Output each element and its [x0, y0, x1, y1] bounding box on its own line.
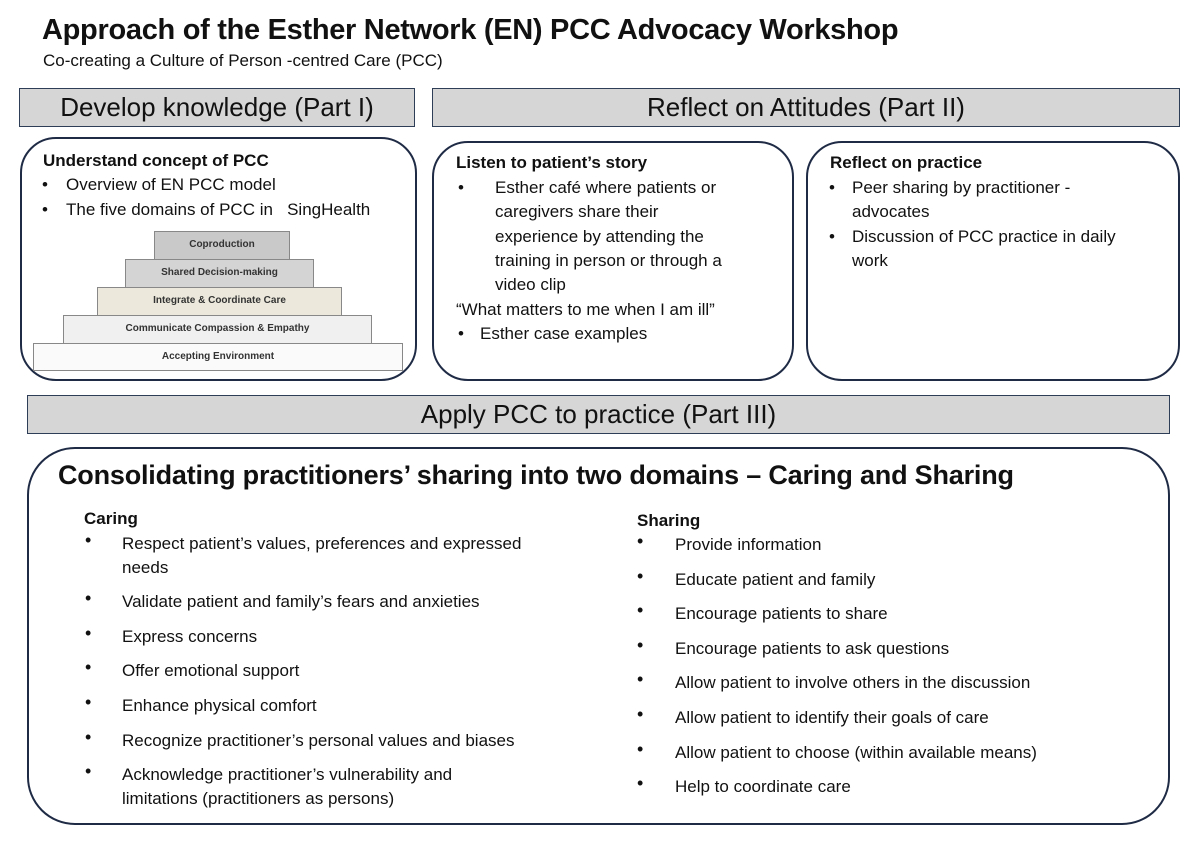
bullet-glyph: • — [637, 669, 644, 690]
story-bullet-1-line-5: video clip — [495, 275, 566, 294]
caring-item: Validate patient and family’s fears and … — [122, 592, 480, 611]
sharing-item: Help to coordinate care — [675, 777, 851, 797]
caring-item: needs — [122, 558, 169, 577]
story-bullet-2: Esther case examples — [480, 324, 648, 343]
reflect-practice-box: Reflect on practice • Peer sharing by pr… — [806, 141, 1180, 381]
story-bullet-1-line-3: experience by attending the — [495, 227, 704, 246]
bullet-glyph: • — [637, 704, 644, 724]
pyramid-tier: Shared Decision-making — [125, 259, 314, 287]
caring-item: Offer emotional support — [122, 661, 300, 680]
bullet-glyph: • — [85, 657, 92, 677]
practice-bullet-1-line-1: Peer sharing by practitioner - — [852, 178, 1071, 197]
bullet-glyph: • — [42, 200, 48, 219]
pyramid-tier: Coproduction — [154, 231, 290, 259]
bullet-glyph: • — [829, 227, 835, 246]
practice-bullet-2-line-1: Discussion of PCC practice in daily — [852, 227, 1116, 246]
bullet-glyph: • — [85, 623, 92, 643]
bullet-glyph: • — [85, 727, 92, 747]
sharing-item: Allow patient to identify their goals of… — [675, 708, 989, 727]
bullet-glyph: • — [458, 324, 464, 343]
bullet-glyph: • — [85, 588, 92, 608]
knowledge-bullet-2: The five domains of PCC in SingHealth — [66, 200, 371, 219]
bullet-glyph: • — [85, 530, 92, 550]
story-heading: Listen to patient’s story — [456, 153, 648, 172]
story-bullet-1-line-4: training in person or through a — [495, 251, 722, 270]
bullet-glyph: • — [637, 600, 644, 621]
caring-item: Recognize practitioner’s personal values… — [122, 731, 515, 750]
bullet-glyph: • — [637, 738, 644, 759]
bullet-glyph: • — [637, 634, 644, 655]
caring-item: Enhance physical comfort — [122, 696, 317, 715]
bullet-glyph: • — [637, 565, 644, 586]
page-title: Approach of the Esther Network (EN) PCC … — [42, 14, 899, 46]
story-bullet-1-line-1: Esther café where patients or — [495, 178, 717, 197]
page-subtitle: Co-creating a Culture of Person -centred… — [43, 51, 443, 70]
practice-heading: Reflect on practice — [830, 153, 983, 172]
bullet-glyph: • — [42, 175, 48, 194]
bullet-glyph: • — [85, 692, 92, 712]
bullet-glyph: • — [637, 531, 644, 551]
bullet-glyph: • — [829, 178, 835, 197]
caring-item: Acknowledge practitioner’s vulnerability… — [122, 765, 453, 784]
pyramid-tier-label: Coproduction — [189, 239, 255, 250]
sharing-item: Educate patient and family — [675, 569, 876, 589]
part3-band: Apply PCC to practice (Part III) — [27, 395, 1170, 434]
caring-item: Express concerns — [122, 627, 258, 646]
bullet-glyph: • — [637, 773, 644, 794]
caring-item: Respect patient’s values, preferences an… — [122, 534, 522, 553]
apply-heading: Consolidating practitioners’ sharing int… — [58, 460, 1014, 490]
knowledge-heading: Understand concept of PCC — [43, 151, 269, 170]
part2-band: Reflect on Attitudes (Part II) — [432, 88, 1180, 127]
pyramid-tier: Communicate Compassion & Empathy — [63, 315, 372, 343]
pyramid-tier-label: Integrate & Coordinate Care — [153, 295, 286, 306]
bullet-glyph: • — [85, 761, 92, 781]
sharing-item: Allow patient to involve others in the d… — [675, 673, 1031, 693]
sharing-heading: Sharing — [637, 511, 701, 530]
sharing-item: Encourage patients to ask questions — [675, 638, 950, 658]
patient-story-box: Listen to patient’s story • Esther café … — [432, 141, 794, 381]
knowledge-box: Understand concept of PCC • Overview of … — [20, 137, 417, 381]
sharing-item: Allow patient to choose (within availabl… — [675, 742, 1037, 762]
part1-band: Develop knowledge (Part I) — [19, 88, 415, 127]
practice-bullet-2-line-2: work — [852, 251, 888, 270]
pyramid-tier: Integrate & Coordinate Care — [97, 287, 342, 315]
sharing-item: Provide information — [675, 535, 822, 554]
pyramid-tier: Accepting Environment — [33, 343, 403, 371]
caring-heading: Caring — [84, 509, 138, 528]
apply-box — [27, 447, 1170, 825]
pyramid-tier-label: Shared Decision-making — [161, 267, 278, 278]
pyramid-tier-label: Communicate Compassion & Empathy — [125, 323, 310, 334]
sharing-item: Encourage patients to share — [675, 604, 888, 624]
bullet-glyph: • — [458, 178, 464, 197]
pyramid-tier-label: Accepting Environment — [161, 351, 275, 362]
story-quote: “What matters to me when I am ill” — [456, 300, 715, 319]
story-bullet-1-line-2: caregivers share their — [495, 202, 659, 221]
knowledge-bullet-1: Overview of EN PCC model — [66, 175, 276, 194]
caring-item: limitations (practitioners as persons) — [122, 789, 395, 808]
practice-bullet-1-line-2: advocates — [852, 202, 930, 221]
